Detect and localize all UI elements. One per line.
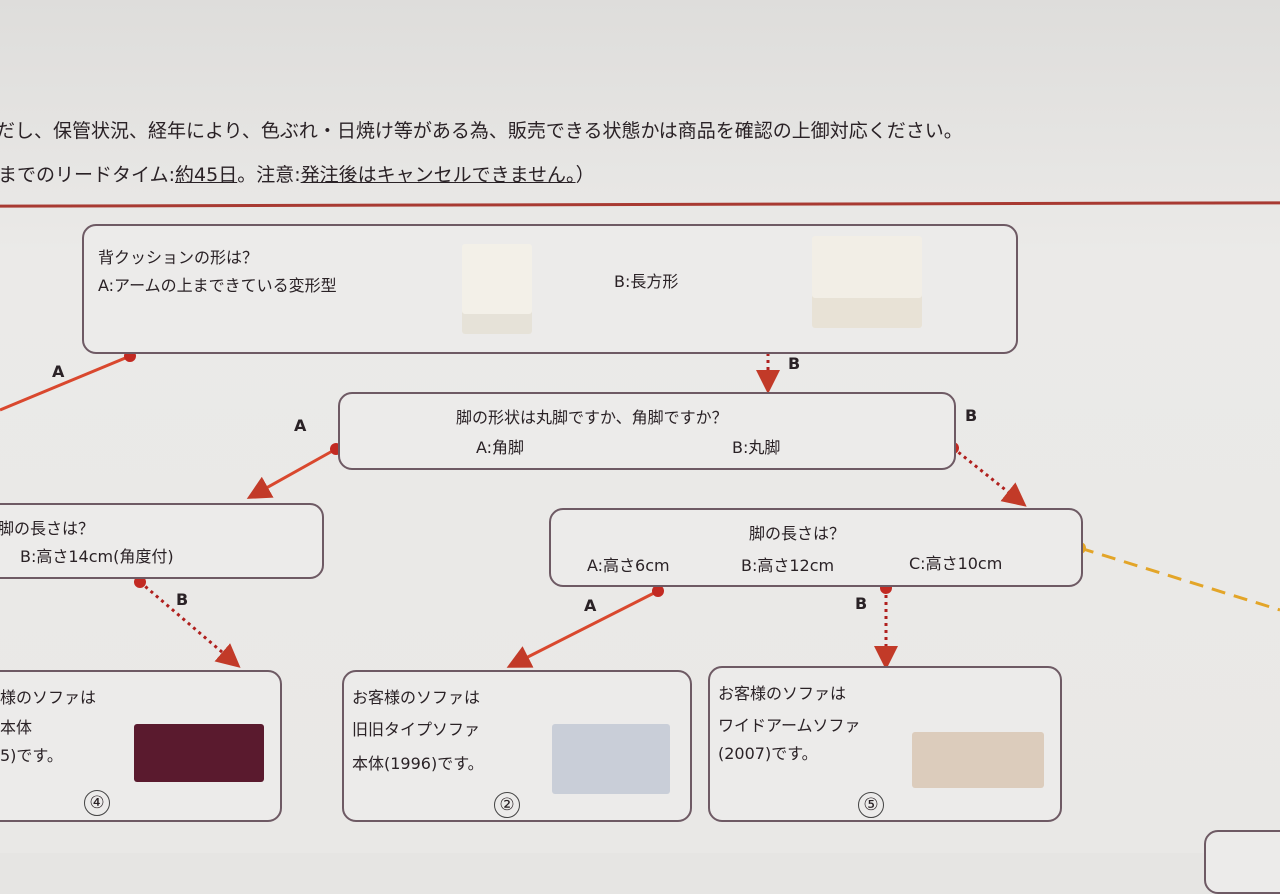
no-cancel-warning: 発注後はキャンセルできません。 (300, 164, 576, 186)
result-number: ④ (84, 790, 110, 816)
label-b: B (855, 594, 868, 613)
result-text: 本体(1996)です。 (352, 754, 484, 773)
result-number: ② (494, 792, 520, 818)
arrow-q3left-b (139, 580, 241, 668)
result-2: お客様のソファは 旧旧タイプソファ 本体(1996)です。 ② (342, 670, 692, 822)
sofa-image (912, 732, 1044, 788)
close-paren: ） (575, 164, 595, 186)
option-b: B:長方形 (614, 272, 679, 291)
option-b: B:丸脚 (732, 438, 781, 457)
question-title: 背クッションの形は？ (98, 248, 259, 267)
note-line-2: までのリードタイム:約45日。注意:発注後はキャンセルできません。） (0, 160, 595, 187)
caution-label: 。注意: (237, 164, 301, 186)
option-a: A:アームの上まできている変形型 (98, 276, 337, 295)
lead-time-label: までのリードタイム: (0, 164, 176, 186)
result-text: お客様のソファは (718, 684, 847, 703)
question-leg-length-left: 脚の長さは？ B:高さ14cm(角度付) (0, 503, 324, 579)
result-text: 旧旧タイプソファ (352, 720, 481, 739)
arrow-q2-b (952, 446, 1027, 507)
label-a: A (52, 362, 65, 381)
sofa-image (134, 724, 264, 782)
result-text: 本体 (0, 718, 33, 737)
arrow-q3-a (506, 589, 659, 668)
result-text: 5)です。 (0, 746, 63, 765)
label-b: B (788, 354, 801, 373)
result-number: ⑤ (858, 792, 884, 818)
arrow-q3-c (1079, 546, 1280, 612)
option-b: B:高さ12cm (741, 556, 835, 575)
note-line-1: だし、保管状況、経年により、色ぶれ・日焼け等がある為、販売できる状態かは商品を確… (0, 120, 963, 142)
question-title: 脚の長さは？ (0, 519, 95, 538)
question-leg-shape: 脚の形状は丸脚ですか、角脚ですか？ A:角脚 B:丸脚 (338, 392, 956, 470)
result-4: 様のソファは 本体 5)です。 ④ (0, 670, 282, 822)
question-title: 脚の形状は丸脚ですか、角脚ですか？ (456, 408, 728, 427)
result-text: 様のソファは (0, 688, 97, 707)
cushion-b-image (812, 236, 922, 328)
result-5: お客様のソファは ワイドアームソファ (2007)です。 ⑤ (708, 666, 1062, 822)
label-b: B (965, 406, 978, 425)
label-a: A (294, 416, 307, 435)
label-a: A (584, 596, 597, 615)
offscreen-box (1204, 830, 1280, 894)
lead-time-days: 約45日 (175, 164, 238, 186)
option-a: A:高さ6cm (587, 556, 670, 575)
result-text: お客様のソファは (352, 688, 481, 707)
question-leg-length-right: 脚の長さは？ A:高さ6cm B:高さ12cm C:高さ10cm (549, 508, 1083, 587)
result-text: ワイドアームソファ (718, 716, 861, 735)
option-b: B:高さ14cm(角度付) (20, 547, 174, 566)
result-text: (2007)です。 (718, 744, 818, 763)
label-b: B (176, 590, 189, 609)
arrow-q2-a (246, 447, 337, 499)
option-a: A:角脚 (476, 438, 525, 457)
option-c: C:高さ10cm (909, 554, 1003, 573)
sofa-image (552, 724, 670, 794)
cushion-a-image (462, 244, 532, 334)
question-back-cushion: 背クッションの形は？ A:アームの上まできている変形型 B:長方形 (82, 224, 1018, 354)
question-title: 脚の長さは？ (749, 524, 846, 543)
arrow-q1-a (0, 354, 131, 412)
